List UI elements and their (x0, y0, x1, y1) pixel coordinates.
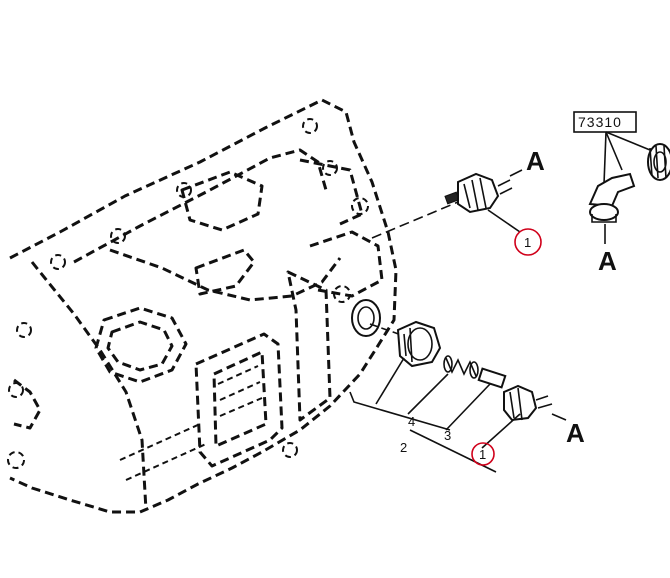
arrow-a-bottom-label: A (598, 246, 617, 276)
arrow-a-top-label: A (526, 146, 545, 176)
reference-elbow-connector (573, 111, 670, 244)
callout-4-label: 4 (408, 414, 415, 429)
callout-2-label: 2 (400, 440, 407, 455)
callout-1-bottom-label: 1 (479, 447, 486, 462)
arrow-a-right-label: A (566, 418, 585, 448)
callout-1-top-circle (514, 228, 542, 256)
callout-3-label: 3 (444, 428, 451, 443)
top-sensor-assembly (371, 169, 523, 239)
callout-1-top-label: 1 (524, 235, 531, 250)
gearbox-housing (7, 98, 398, 514)
callout-1-bottom-circle (471, 442, 495, 466)
exploded-fitting-stack (349, 320, 567, 473)
reference-number: 73310 (578, 114, 622, 130)
